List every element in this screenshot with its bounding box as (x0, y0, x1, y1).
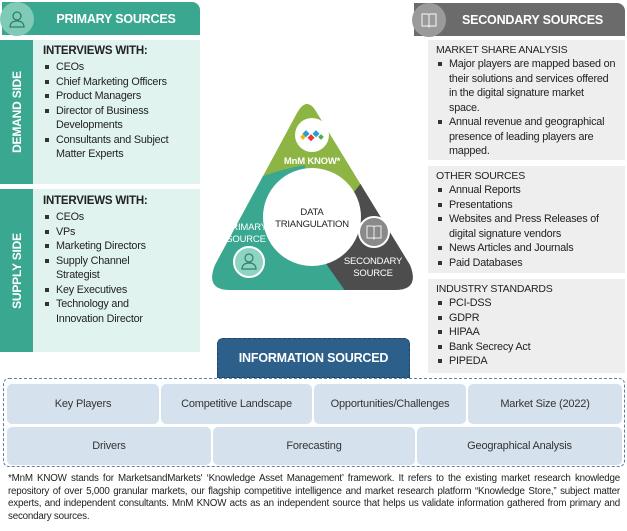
info-cell: Geographical Analysis (417, 427, 622, 465)
list-item: CEOs (43, 60, 196, 75)
demand-side-label: DEMAND SIDE (0, 40, 33, 184)
supply-side-label: SUPPLY SIDE (0, 189, 33, 352)
list-item: Technology and Innovation Director (43, 297, 196, 326)
demand-heading: INTERVIEWS WITH: (43, 45, 148, 57)
list-item: Annual Reports (436, 183, 617, 198)
list-item: Major players are mapped based on their … (436, 57, 617, 115)
list-item: Consultants and Subject Matter Experts (43, 133, 196, 162)
list-item: Annual revenue and geographical presence… (436, 115, 617, 159)
demand-side-panel: DEMAND SIDE INTERVIEWS WITH: CEOs Chief … (0, 40, 200, 184)
info-cell: Key Players (7, 384, 159, 424)
list-item: Chief Marketing Officers (43, 75, 196, 90)
other-sources-heading: OTHER SOURCES (436, 170, 525, 182)
list-item: Marketing Directors (43, 239, 196, 254)
info-cell: Forecasting (213, 427, 415, 465)
information-sourced-banner: INFORMATION SOURCED (217, 338, 410, 378)
market-share-heading: MARKET SHARE ANALYSIS (436, 44, 568, 56)
information-sourced-box: Key Players Competitive Landscape Opport… (3, 378, 625, 467)
person-icon (0, 2, 34, 36)
secondary-sources-header: SECONDARY SOURCES (412, 3, 625, 37)
list-item: Key Executives (43, 283, 196, 298)
center-label-line1: DATA (300, 207, 324, 218)
info-cell: Opportunities/Challenges (314, 384, 466, 424)
other-sources-panel: OTHER SOURCES Annual Reports Presentatio… (428, 166, 625, 273)
footnote: *MnM KNOW stands for MarketsandMarkets' … (8, 473, 620, 523)
info-cell: Competitive Landscape (161, 384, 312, 424)
list-item: Product Managers (43, 89, 196, 104)
list-item: Paid Databases (436, 256, 617, 271)
primary-sources-header: PRIMARY SOURCES (0, 2, 200, 36)
book-icon (412, 3, 446, 37)
market-share-panel: MARKET SHARE ANALYSIS Major players are … (428, 40, 625, 160)
primary-sources-title: PRIMARY SOURCES (56, 11, 176, 26)
list-item: VPs (43, 225, 196, 240)
supply-heading: INTERVIEWS WITH: (43, 195, 148, 207)
center-label-line2: TRIANGULATION (275, 219, 349, 230)
list-item: Presentations (436, 198, 617, 213)
list-item: HIPAA (436, 325, 617, 340)
list-item: Supply Channel Strategist (43, 254, 196, 283)
list-item: Bank Secrecy Act (436, 340, 617, 355)
list-item: PIPEDA (436, 354, 617, 369)
mnm-know-label: MnM KNOW* (284, 156, 341, 167)
list-item: Director of Business Developments (43, 104, 196, 133)
list-item: PCI-DSS (436, 296, 617, 311)
information-sourced-title: INFORMATION SOURCED (238, 351, 389, 365)
list-item: Websites and Press Releases of digital s… (436, 212, 617, 241)
info-cell: Drivers (7, 427, 211, 465)
list-item: CEOs (43, 210, 196, 225)
industry-standards-heading: INDUSTRY STANDARDS (436, 283, 553, 295)
secondary-sources-title: SECONDARY SOURCES (461, 12, 604, 27)
list-item: News Articles and Journals (436, 241, 617, 256)
center-circle (263, 168, 361, 266)
supply-side-panel: SUPPLY SIDE INTERVIEWS WITH: CEOs VPs Ma… (0, 189, 200, 352)
info-cell: Market Size (2022) (468, 384, 622, 424)
mnm-logo-icon (295, 118, 329, 152)
industry-standards-panel: INDUSTRY STANDARDS PCI-DSS GDPR HIPAA Ba… (428, 279, 625, 373)
list-item: GDPR (436, 311, 617, 326)
